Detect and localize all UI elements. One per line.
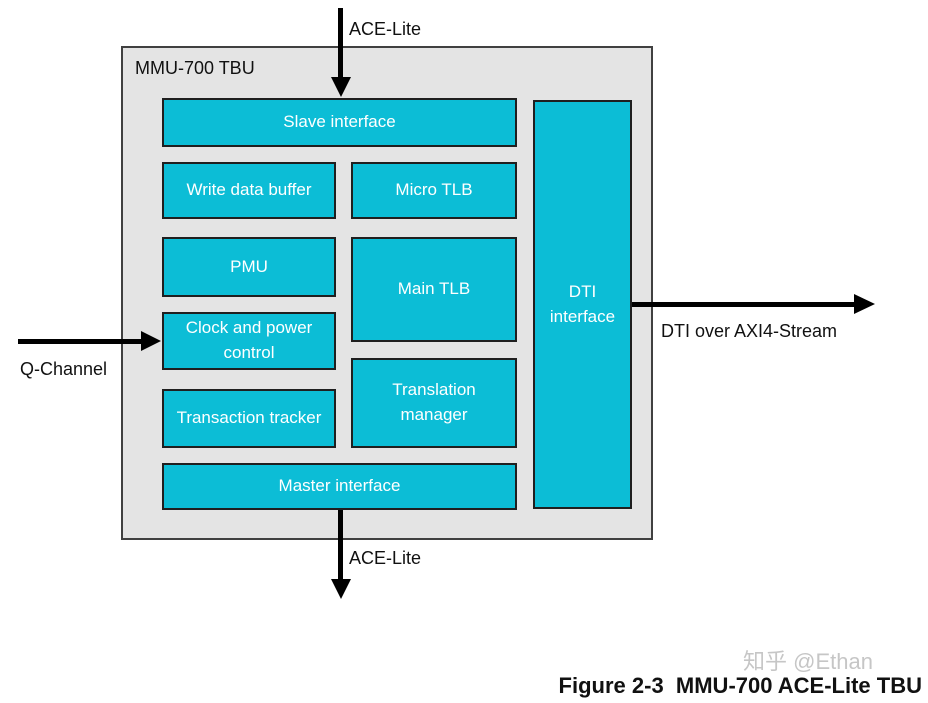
block-slave-interface: Slave interface [162,98,517,147]
block-transaction-tracker: Transaction tracker [162,389,336,448]
block-write-data-buffer: Write data buffer [162,162,336,219]
q-channel-arrowhead-icon [141,331,161,351]
block-label: Main TLB [397,279,471,299]
ace-lite-output-arrowhead-icon [331,579,351,599]
block-dti-interface: DTI interface [533,100,632,509]
block-translation-manager: Translation manager [351,358,517,448]
ace-lite-input-label: ACE-Lite [349,19,422,39]
block-label: Slave interface [283,112,396,132]
block-main-tlb: Main TLB [351,237,517,342]
figure-caption: Figure 2-3 MMU-700 ACE-Lite TBU [558,673,922,698]
block-label: Write data buffer [186,180,312,200]
block-master-interface: Master interface [162,463,517,510]
block-pmu: PMU [162,237,336,297]
block-micro-tlb: Micro TLB [351,162,517,219]
ace-lite-input-arrow-line [338,8,343,77]
block-label: Master interface [278,476,401,496]
q-channel-arrow-line [18,339,142,344]
block-label: Transaction tracker [176,408,322,428]
dti-output-arrowhead-icon [854,294,875,314]
container-title: MMU-700 TBU [135,58,255,78]
ace-lite-output-label: ACE-Lite [349,548,422,568]
ace-lite-input-arrowhead-icon [331,77,351,97]
block-label: Micro TLB [395,180,473,200]
dti-output-arrow-line [632,302,855,307]
q-channel-label: Q-Channel [20,359,108,379]
block-label: Translation manager [392,380,476,424]
dti-output-label: DTI over AXI4-Stream [661,321,838,341]
block-label: PMU [230,256,268,276]
block-label: Clock and power control [185,318,313,362]
ace-lite-output-arrow-line [338,510,343,579]
block-label: DTI interface [549,281,616,326]
block-clock-and-power-control: Clock and power control [162,312,336,370]
watermark: 知乎 @Ethan [743,649,873,674]
